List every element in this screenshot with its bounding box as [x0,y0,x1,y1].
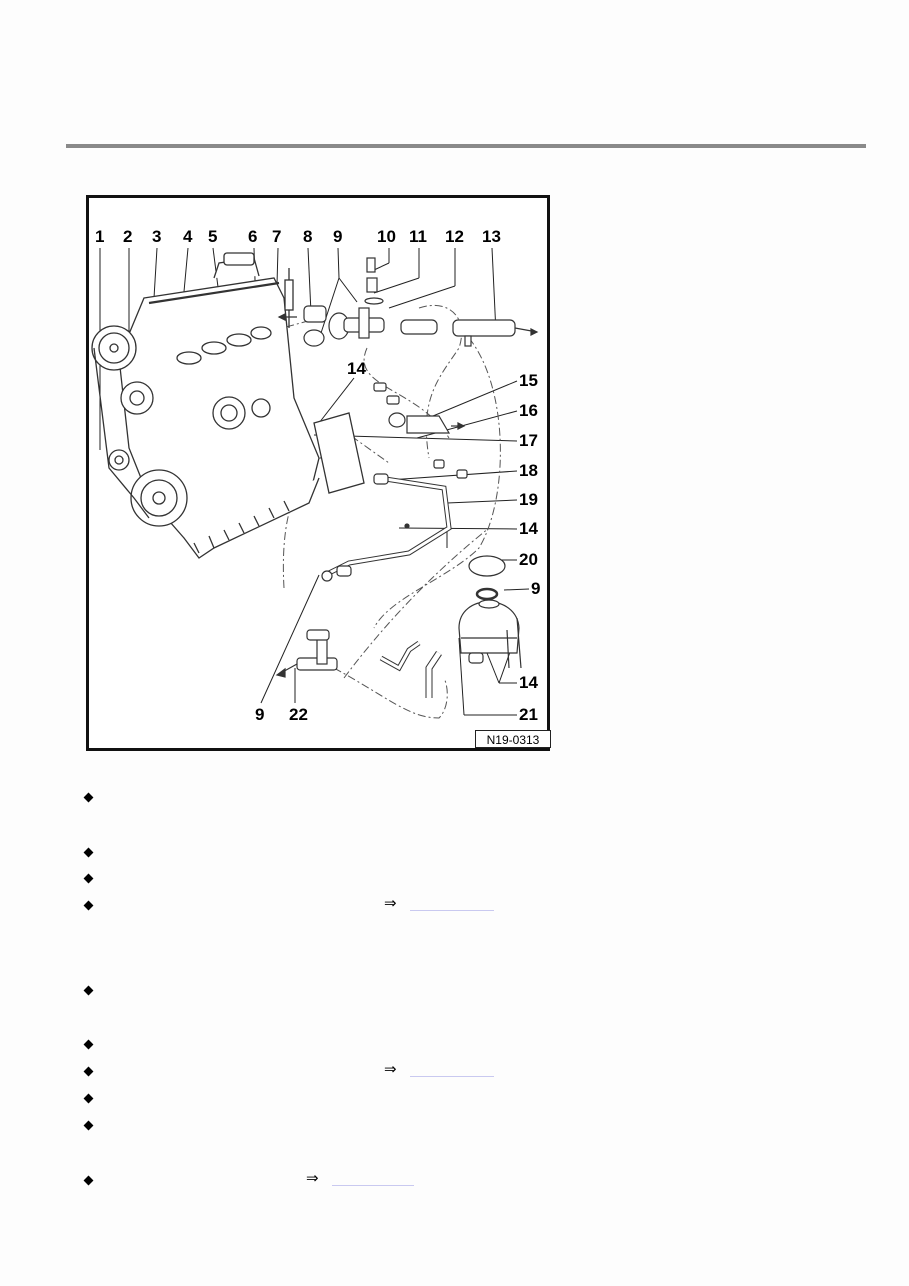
figure-reference: N19-0313 [475,730,551,748]
diamond-bullet-icon [83,873,94,884]
callout-18: 18 [519,461,538,480]
diamond-bullet-icon [83,1120,94,1131]
list-item [83,871,584,891]
list-item: ⇒ [83,1170,584,1193]
callout-8: 8 [303,227,313,246]
callout-9: 9 [333,227,343,246]
diamond-bullet-icon [83,985,94,996]
callout-20: 20 [519,550,538,569]
callout-3: 3 [152,227,162,246]
list-item [83,1118,584,1138]
callout-19: 19 [519,490,538,509]
list-item [83,1091,584,1111]
callout-10: 10 [377,227,396,246]
callout-16: 16 [519,401,538,420]
callout-9: 9 [255,705,265,724]
callout-12: 12 [445,227,464,246]
callout-11: 11 [409,227,427,246]
cross-reference-link[interactable] [332,1185,414,1186]
header-divider [66,144,866,148]
diamond-bullet-icon [83,1175,94,1186]
callout-21: 21 [519,705,538,724]
callout-14: 14 [347,359,366,378]
callout-6: 6 [248,227,258,246]
list-item [83,1037,584,1057]
list-item [83,790,584,810]
diamond-bullet-icon [83,792,94,803]
diamond-bullet-icon [83,900,94,911]
list-item [83,845,584,865]
engine-cooling-diagram [91,247,539,719]
list-item: ⇒ [83,1061,584,1084]
cross-reference-link[interactable] [410,1076,494,1077]
callout-13: 13 [482,227,501,246]
reference-arrow-icon: ⇒ [384,895,397,912]
callout-4: 4 [183,227,193,246]
reference-arrow-icon: ⇒ [384,1061,397,1078]
callout-7: 7 [272,227,282,246]
diamond-bullet-icon [83,847,94,858]
diamond-bullet-icon [83,1066,94,1077]
callout-1: 1 [95,227,105,246]
diamond-bullet-icon [83,1039,94,1050]
callout-15: 15 [519,371,538,390]
callout-22: 22 [289,705,308,724]
cross-reference-link[interactable] [410,910,494,911]
reference-arrow-icon: ⇒ [306,1170,319,1187]
list-item: ⇒ [83,895,584,918]
callout-5: 5 [208,227,218,246]
callout-17: 17 [519,431,538,450]
callout-9: 9 [531,579,541,598]
callout-14: 14 [519,519,538,538]
callout-2: 2 [123,227,133,246]
callout-14: 14 [519,673,538,692]
diamond-bullet-icon [83,1093,94,1104]
list-item [83,983,584,1003]
